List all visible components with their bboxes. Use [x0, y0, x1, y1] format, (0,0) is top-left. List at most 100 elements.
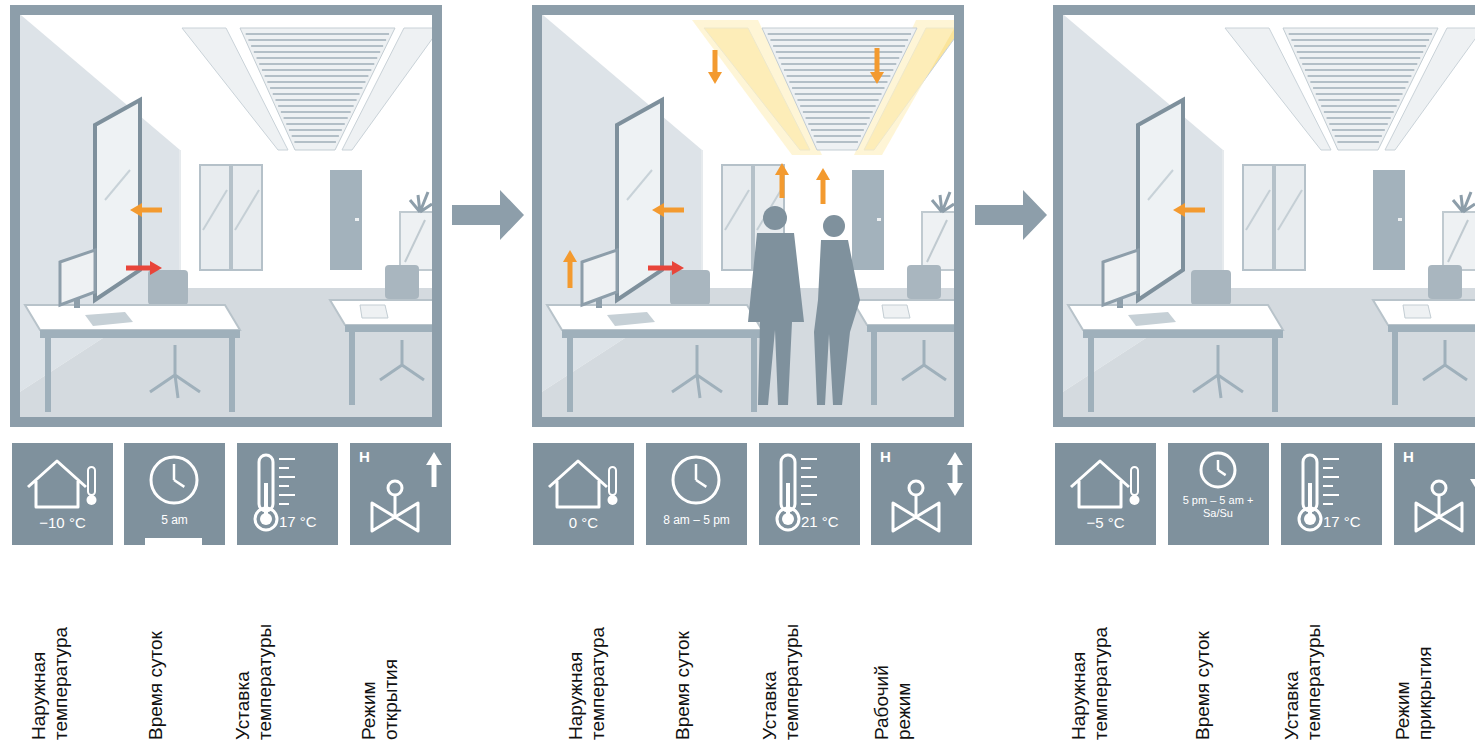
house-icon: [549, 461, 607, 507]
glass-door: [200, 165, 230, 270]
scale-mark: [801, 467, 811, 469]
keyboard: [1128, 312, 1176, 326]
desk-leg: [349, 332, 355, 405]
person-head: [823, 215, 845, 237]
ceiling-grille: [1283, 28, 1438, 150]
clock-hand: [695, 464, 698, 480]
paper: [882, 305, 910, 318]
cabinet: [400, 212, 437, 270]
grille-slat: [292, 135, 339, 137]
stroke-arrow-head: [1470, 479, 1475, 492]
desk-top: [547, 305, 762, 330]
room-panel: [1058, 10, 1475, 422]
chair-back: [148, 270, 188, 305]
thermometer-bulb: [608, 495, 618, 505]
cabinet: [922, 212, 959, 270]
desk-leg: [871, 332, 877, 405]
heat-arrow-head: [816, 168, 830, 180]
parameter-tile: 0 °CНаружная температура: [533, 443, 634, 545]
heat-arrow-head: [1173, 203, 1185, 217]
parameter-label: Уставка температуры: [759, 610, 803, 740]
scale-mark: [279, 494, 295, 496]
sequence-arrow: [452, 190, 524, 240]
keyboard: [85, 312, 133, 326]
grille-slat: [294, 141, 336, 143]
chair-base: [1423, 340, 1467, 380]
grille-slat: [779, 57, 900, 59]
desk-leg: [1392, 332, 1398, 405]
heat-arrow-shaft: [126, 266, 150, 271]
valve-actuator: [388, 481, 402, 495]
grille-slat: [1297, 51, 1423, 53]
scale-mark: [1323, 467, 1333, 469]
tile-value: 0 °C: [533, 514, 634, 531]
tile-icon: [646, 443, 747, 545]
heat-arrow-head: [775, 163, 789, 175]
cabinet-hatch: [927, 220, 947, 262]
grille-slat: [1308, 75, 1412, 77]
cabinet-hatch: [1448, 220, 1468, 262]
grille-slat: [1294, 45, 1426, 47]
door: [1373, 170, 1405, 270]
desk-leg: [1088, 338, 1094, 412]
window-glare: [627, 170, 652, 200]
grille-slat: [267, 81, 365, 83]
ceiling-grille: [762, 28, 917, 150]
heat-arrow-shaft: [142, 208, 162, 213]
tile-value: 5 pm – 5 am + Sa/Su: [1182, 494, 1254, 520]
scale-mark: [801, 458, 817, 460]
grille-slat: [281, 111, 351, 113]
grille-slat: [1313, 87, 1405, 89]
heat-arrow-shaft: [1185, 208, 1205, 213]
thermometer-bulb: [87, 495, 97, 505]
time-underline: [145, 538, 202, 545]
clock-icon: [673, 457, 719, 503]
scale-mark: [279, 485, 289, 487]
clock-icon: [1201, 453, 1235, 487]
valve-actuator: [909, 481, 923, 495]
parameter-label: Рабочий режим: [871, 610, 915, 740]
monitor-stand: [74, 298, 80, 308]
door-handle: [1398, 218, 1402, 221]
grille-slat: [1310, 81, 1408, 83]
door: [852, 170, 884, 270]
glass-reflection: [1246, 190, 1270, 230]
grille-slat: [792, 87, 884, 89]
grille-slat: [248, 39, 386, 41]
clock-hand: [1217, 460, 1220, 470]
door-handle: [355, 218, 359, 221]
panel-frame: [1058, 10, 1475, 422]
parameter-label: Режим открытия: [358, 610, 402, 740]
grille-slat: [1302, 63, 1417, 65]
scale-mark: [279, 476, 295, 478]
tile-value: 8 am – 5 pm: [646, 513, 747, 527]
window-glare: [1148, 170, 1173, 200]
heat-arrow-shaft: [648, 266, 672, 271]
desk-top: [330, 300, 437, 325]
plant: [1453, 192, 1475, 212]
chair-base: [1193, 345, 1243, 398]
parameter-label: Наружная температура: [565, 610, 609, 740]
parameter-tile: HРежим прикрытия: [1394, 443, 1475, 545]
thermometer-icon: [1131, 467, 1138, 495]
chair-back: [385, 265, 419, 299]
grille-slat: [1289, 33, 1432, 35]
scale-mark: [801, 476, 817, 478]
desk-top: [1373, 300, 1475, 325]
heat-arrow-shaft: [713, 50, 718, 72]
thermometer-mercury: [786, 483, 790, 517]
parameter-tile: 5 pm – 5 am + Sa/SuВремя суток: [1168, 443, 1269, 545]
parameter-tile: 21 °CУставка температуры: [759, 443, 860, 545]
glass-reflection: [725, 190, 749, 230]
grille-slat: [1332, 129, 1385, 131]
desk-edge: [40, 330, 240, 338]
desk-edge: [1083, 330, 1283, 338]
desk-leg: [45, 338, 51, 412]
room-panel: [537, 10, 962, 422]
grille-slat: [254, 51, 380, 53]
grille-slat: [814, 135, 861, 137]
grille-slat: [278, 105, 353, 107]
chair-base: [150, 345, 200, 398]
